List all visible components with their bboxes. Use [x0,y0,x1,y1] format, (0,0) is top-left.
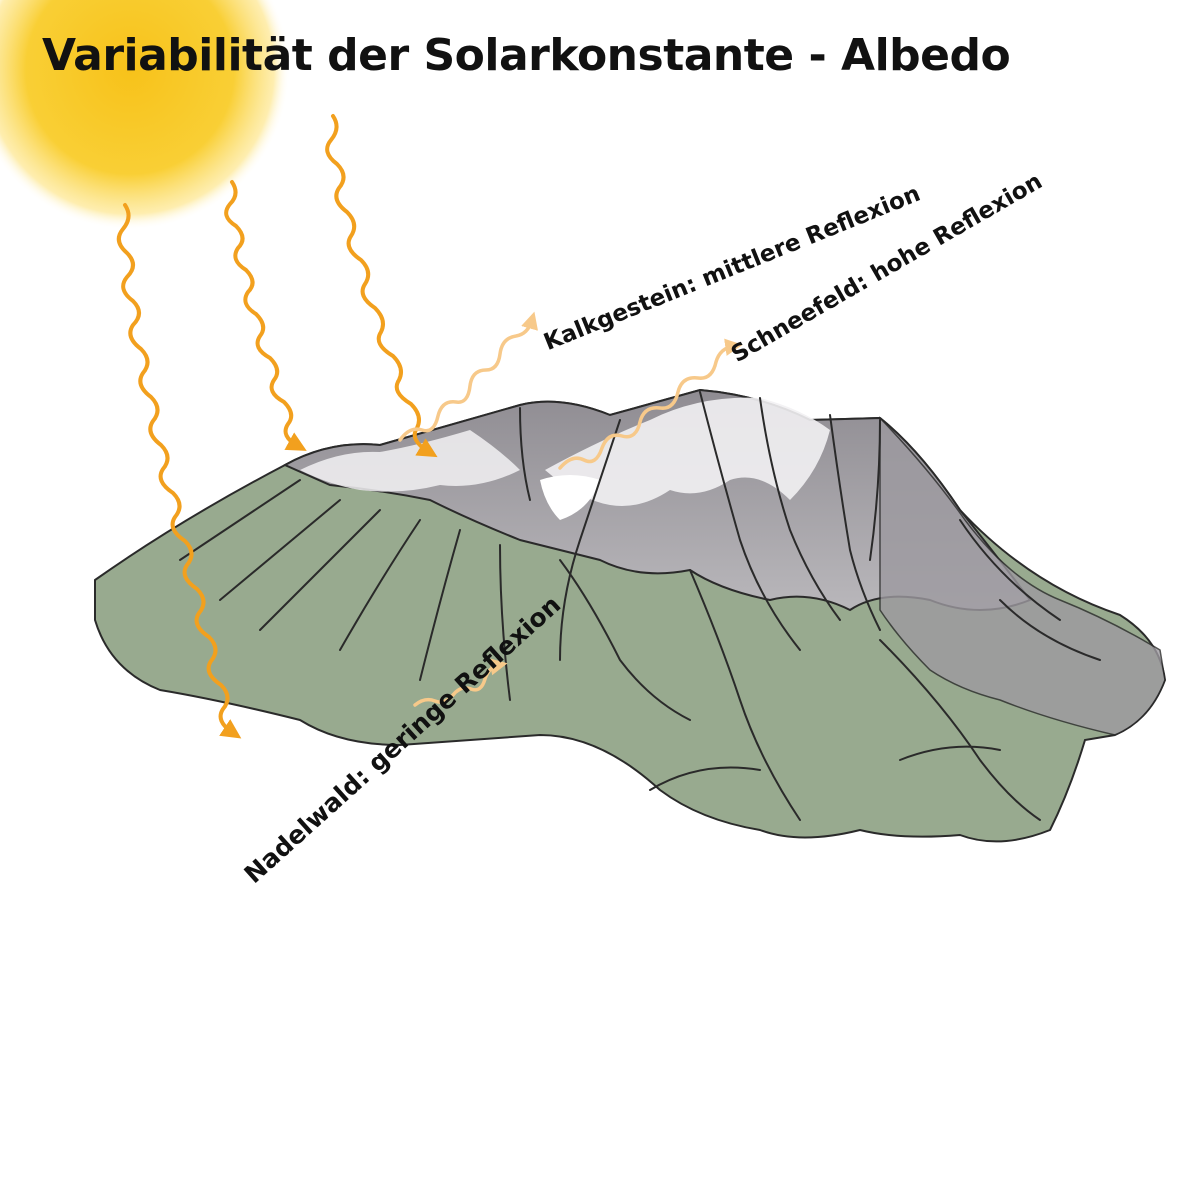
page-title: Variabilität der Solarkonstante - Albedo [42,30,1011,81]
sun-icon [0,0,290,230]
reflected-radiation [398,311,743,707]
mountain-right-face [879,416,1166,736]
ridge-lines [179,391,1101,821]
snowfield-small [540,475,600,520]
reflected-radiation-arrow-limestone [398,311,539,442]
incoming-radiation-arrow-limestone [224,180,307,451]
incoming-radiation-arrow-snowfield [325,114,438,458]
snowfield [545,397,830,506]
snowfield-left [300,430,520,492]
reflected-radiation-arrow-snowfield [558,338,743,470]
reflected-radiation-arrow-forest [413,658,508,707]
incoming-radiation [116,114,438,739]
incoming-radiation-arrow-forest [116,203,242,739]
